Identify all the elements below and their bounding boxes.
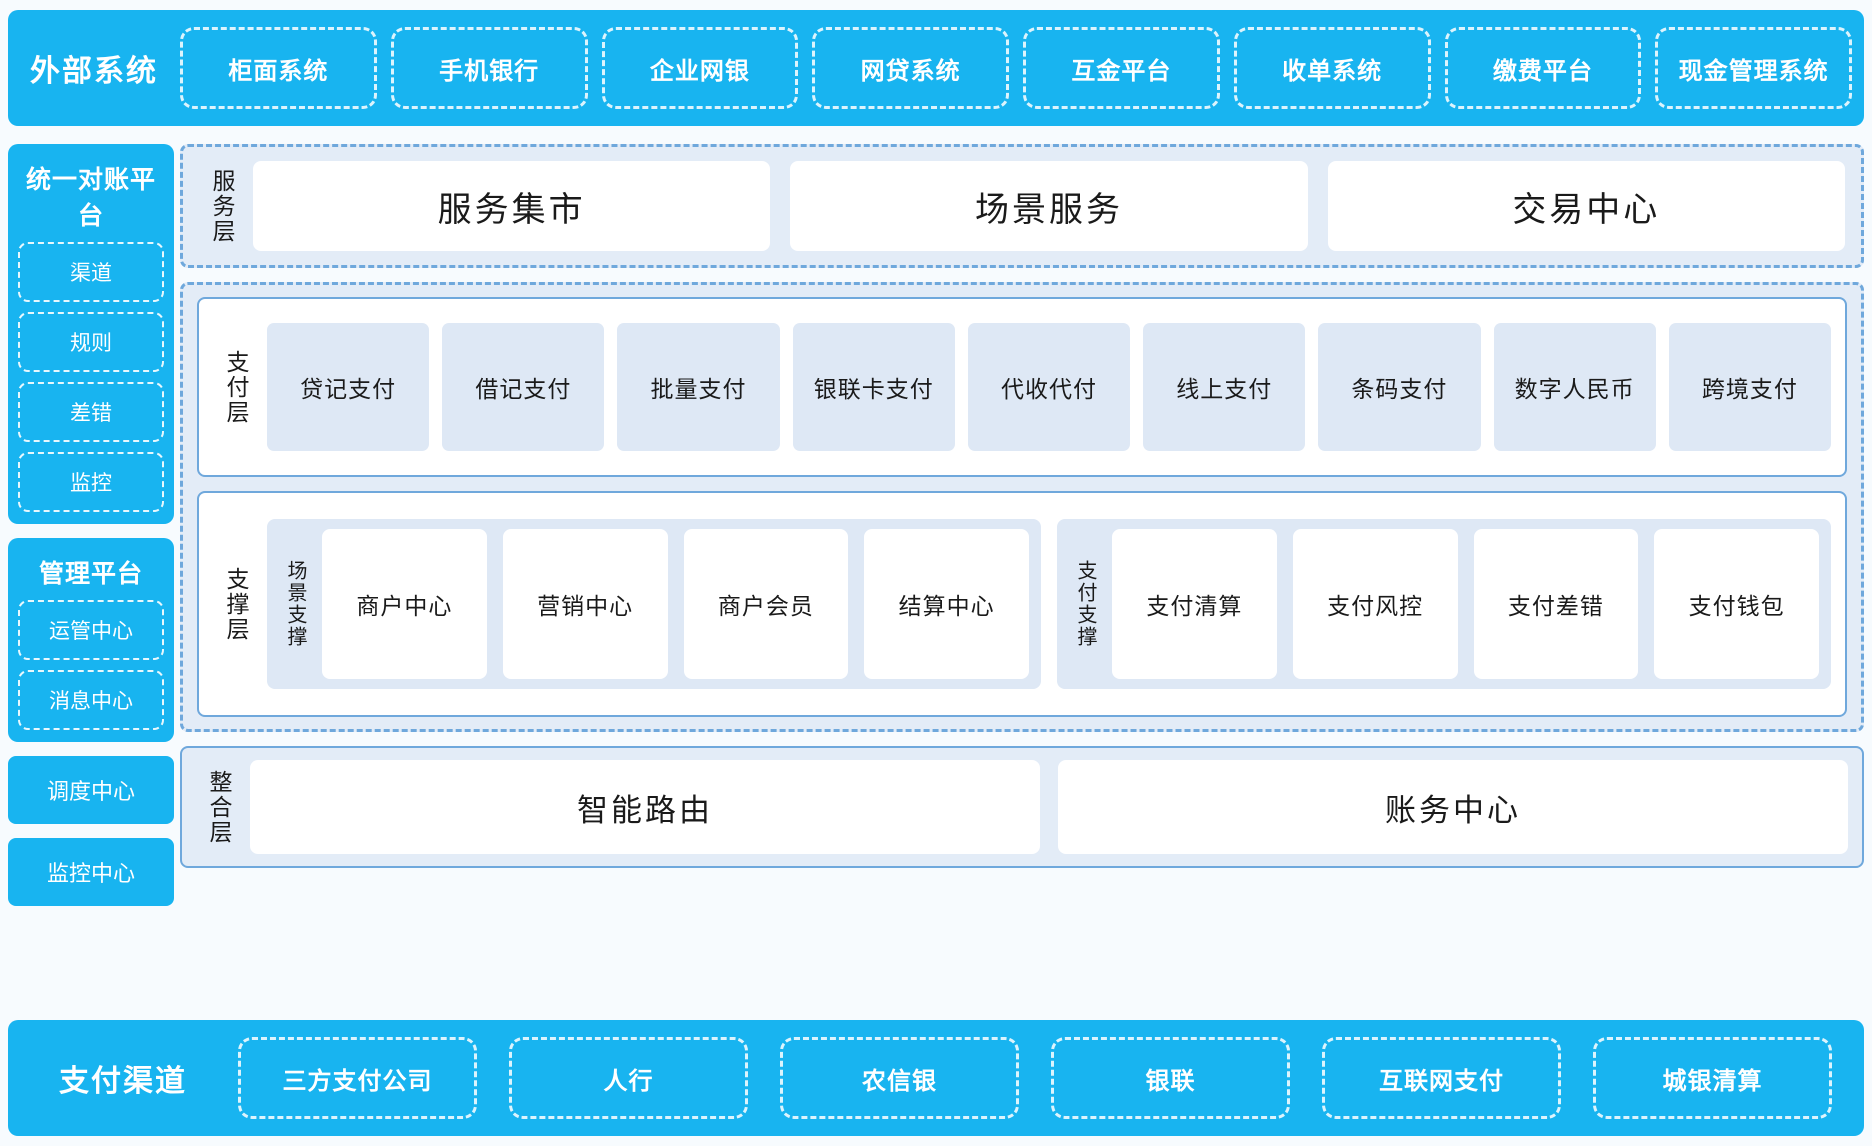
payment-layer-box: 支付层 贷记支付 借记支付 批量支付 银联卡支付 代收代付 线上支付 条码支付 …	[197, 297, 1847, 477]
support-group-scenario-cards: 商户中心 营销中心 商户会员 结算中心	[322, 529, 1029, 679]
payment-channel-rcc[interactable]: 农信银	[780, 1037, 1019, 1119]
external-system-chip[interactable]: 互金平台	[1023, 27, 1220, 109]
payment-item-credit[interactable]: 贷记支付	[267, 323, 430, 451]
payment-item-online[interactable]: 线上支付	[1143, 323, 1306, 451]
external-system-chip[interactable]: 手机银行	[390, 27, 588, 109]
payment-channel-pboc[interactable]: 人行	[509, 1037, 748, 1119]
support-group-scenario: 场景支撑 商户中心 营销中心 商户会员 结算中心	[267, 519, 1041, 689]
left-sidebar: 统一对账平台 渠道 规则 差错 监控 管理平台 运管中心 消息中心 调度中心 监…	[8, 144, 174, 920]
payment-channel-third-party[interactable]: 三方支付公司	[238, 1037, 477, 1119]
payment-channel-city-bank-clearing[interactable]: 城银清算	[1593, 1037, 1832, 1119]
sidebar-item-exception[interactable]: 差错	[18, 382, 164, 442]
support-layer-label: 支撑层	[213, 507, 267, 701]
sidebar-card-title: 统一对账平台	[25, 166, 156, 230]
service-card-transaction-center[interactable]: 交易中心	[1327, 161, 1845, 251]
integration-layer-box: 整合层 智能路由 账务中心	[180, 746, 1864, 868]
integration-layer-label-text: 整合层	[206, 769, 232, 845]
sidebar-item-channel[interactable]: 渠道	[18, 242, 164, 302]
service-layer-group: 服务层 服务集市 场景服务 交易中心	[180, 144, 1864, 268]
integration-layer-label: 整合层	[196, 760, 250, 854]
main-column: 服务层 服务集市 场景服务 交易中心 支付层 贷记支付 借记支付 批量支付 银联…	[180, 144, 1864, 868]
service-card-scenario-service[interactable]: 场景服务	[790, 161, 1308, 251]
integration-card-accounting-center[interactable]: 账务中心	[1058, 760, 1848, 854]
integration-card-smart-routing[interactable]: 智能路由	[250, 760, 1040, 854]
external-systems-items: 柜面系统 手机银行 企业网银 网贷系统 互金平台 收单系统 缴费平台 现金管理系…	[180, 27, 1852, 109]
payment-item-digital-rmb[interactable]: 数字人民币	[1493, 323, 1656, 451]
payment-item-debit[interactable]: 借记支付	[442, 323, 605, 451]
payment-layer-label-text: 支付层	[223, 349, 249, 425]
support-group-payment-label: 支付支撑	[1069, 529, 1112, 679]
external-systems-bar: 外部系统 柜面系统 手机银行 企业网银 网贷系统 互金平台 收单系统 缴费平台 …	[8, 10, 1864, 126]
external-system-chip[interactable]: 企业网银	[601, 27, 799, 109]
payment-item-barcode[interactable]: 条码支付	[1318, 323, 1481, 451]
support-card-payment-wallet[interactable]: 支付钱包	[1654, 529, 1819, 679]
service-card-marketplace[interactable]: 服务集市	[253, 161, 771, 251]
support-group-scenario-label-text: 场景支撑	[284, 560, 306, 648]
payment-layer-items: 贷记支付 借记支付 批量支付 银联卡支付 代收代付 线上支付 条码支付 数字人民…	[267, 309, 1831, 465]
support-group-payment-cards: 支付清算 支付风控 支付差错 支付钱包	[1112, 529, 1819, 679]
support-group-scenario-label: 场景支撑	[279, 529, 322, 679]
external-systems-title: 外部系统	[30, 55, 158, 88]
payment-channels-items: 三方支付公司 人行 农信银 银联 互联网支付 城银清算	[238, 1037, 1852, 1119]
service-layer-cards: 服务集市 场景服务 交易中心	[253, 161, 1845, 251]
sidebar-card-title: 管理平台	[38, 560, 143, 588]
payment-item-cross-border[interactable]: 跨境支付	[1668, 323, 1831, 451]
external-system-chip[interactable]: 缴费平台	[1444, 27, 1642, 109]
sidebar-item-operations-center[interactable]: 运管中心	[18, 600, 164, 660]
support-card-marketing-center[interactable]: 营销中心	[502, 529, 668, 679]
payment-channel-unionpay[interactable]: 银联	[1051, 1037, 1290, 1119]
payment-layer-label: 支付层	[213, 309, 267, 465]
external-system-chip[interactable]: 现金管理系统	[1655, 27, 1852, 109]
payment-item-batch[interactable]: 批量支付	[617, 323, 780, 451]
sidebar-item-message-center[interactable]: 消息中心	[18, 670, 164, 730]
sidebar-item-monitoring-center[interactable]: 监控中心	[8, 838, 174, 906]
payment-channel-internet-payment[interactable]: 互联网支付	[1322, 1037, 1561, 1119]
payment-channels-bar: 支付渠道 三方支付公司 人行 农信银 银联 互联网支付 城银清算	[8, 1020, 1864, 1136]
support-group-payment-label-text: 支付支撑	[1074, 560, 1096, 648]
external-system-chip[interactable]: 柜面系统	[180, 27, 377, 109]
support-card-settlement-center[interactable]: 结算中心	[864, 529, 1029, 679]
service-layer-label: 服务层	[199, 161, 253, 251]
external-system-chip[interactable]: 网贷系统	[812, 27, 1009, 109]
support-layer-label-text: 支撑层	[223, 566, 249, 642]
service-layer-label-text: 服务层	[209, 168, 235, 244]
support-card-payment-risk[interactable]: 支付风控	[1292, 529, 1458, 679]
sidebar-item-scheduling-center[interactable]: 调度中心	[8, 756, 174, 824]
external-system-chip[interactable]: 收单系统	[1233, 27, 1431, 109]
payment-channels-title: 支付渠道	[59, 1065, 187, 1098]
support-card-merchant-center[interactable]: 商户中心	[322, 529, 487, 679]
sidebar-item-rule[interactable]: 规则	[18, 312, 164, 372]
sidebar-card-reconciliation-platform: 统一对账平台 渠道 规则 差错 监控	[8, 144, 174, 524]
support-card-merchant-member[interactable]: 商户会员	[683, 529, 849, 679]
core-platform-group: 支付层 贷记支付 借记支付 批量支付 银联卡支付 代收代付 线上支付 条码支付 …	[180, 282, 1864, 732]
payment-item-unionpay-card[interactable]: 银联卡支付	[792, 323, 955, 451]
sidebar-item-monitor[interactable]: 监控	[18, 452, 164, 512]
sidebar-card-management-platform: 管理平台 运管中心 消息中心	[8, 538, 174, 742]
payment-item-collection-payment[interactable]: 代收代付	[967, 323, 1131, 451]
support-card-payment-clearing[interactable]: 支付清算	[1112, 529, 1277, 679]
support-card-payment-exception[interactable]: 支付差错	[1473, 529, 1639, 679]
support-layer-box: 支撑层 场景支撑 商户中心 营销中心 商户会员 结算中心 支	[197, 491, 1847, 717]
support-layer-groups: 场景支撑 商户中心 营销中心 商户会员 结算中心 支付支撑 支付清算	[267, 507, 1831, 701]
support-group-payment: 支付支撑 支付清算 支付风控 支付差错 支付钱包	[1057, 519, 1831, 689]
integration-layer-cards: 智能路由 账务中心	[250, 760, 1848, 854]
